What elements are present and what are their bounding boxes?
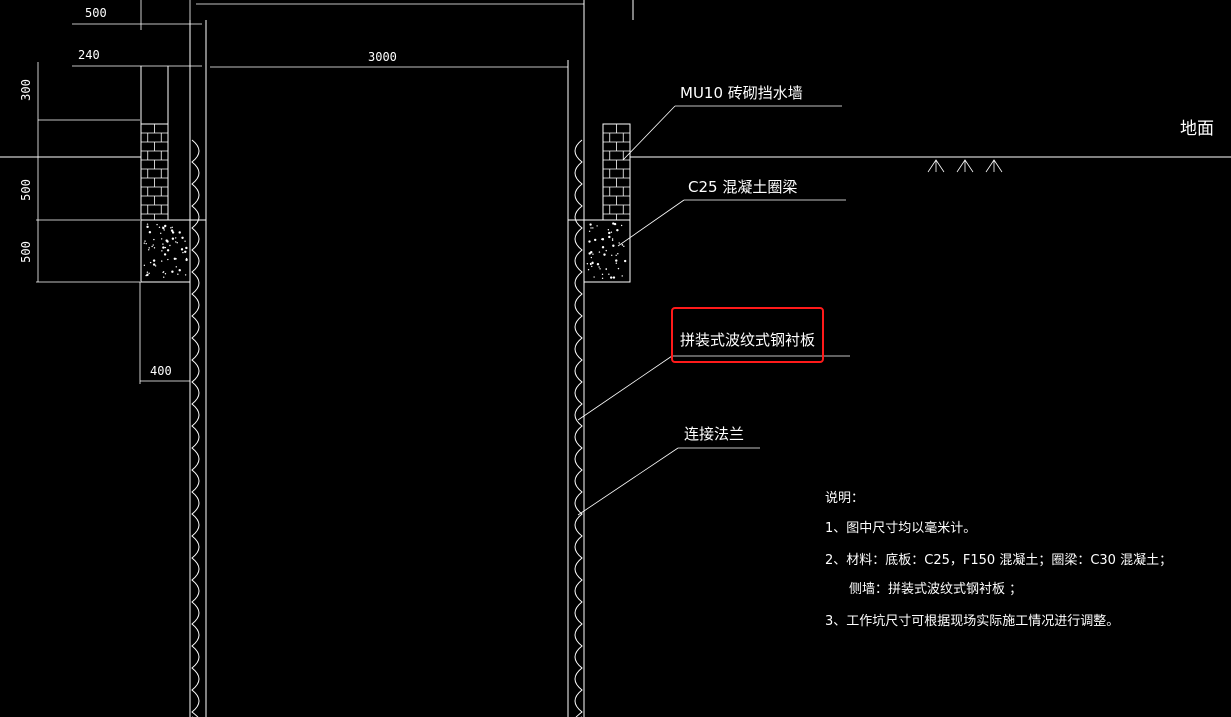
dimension-240: 240 [72,48,202,67]
left-concrete-beam [140,219,191,283]
beam-callout: C25 混凝土圈梁 [617,178,846,247]
notes-title: 说明： [825,491,864,506]
flange-label: 连接法兰 [684,425,744,443]
notes-block: 说明： 1、图中尺寸均以毫米计。 2、材料：底板：C25，F150 混凝土；圈梁… [825,491,1172,629]
beam-label: C25 混凝土圈梁 [688,178,797,196]
flange-callout: 连接法兰 [577,425,760,516]
left-brick-wall [140,123,169,221]
dimension-left-vertical: 300 500 500 [19,62,140,283]
right-brick-wall [602,123,631,221]
note-1: 1、图中尺寸均以毫米计。 [825,520,976,536]
ground-label: 地面 [1180,119,1214,139]
note-2b: 侧墙：拼装式波纹式钢衬板 ； [849,582,1022,597]
liner-label: 拼装式波纹式钢衬板 [680,331,815,349]
right-concrete-beam [583,219,631,283]
note-2: 2、材料：底板：C25，F150 混凝土；圈梁：C30 混凝土； [825,552,1172,568]
dimension-400: 400 [139,282,190,384]
dim-500-b: 500 [19,241,33,263]
ground-line [0,156,1231,173]
dimension-3000: 3000 [196,3,584,68]
wall-label: MU10 砖砌挡水墙 [680,84,803,102]
dim-3000: 3000 [368,50,397,64]
right-wall [567,0,634,717]
dim-400: 400 [150,364,172,378]
right-corrugated-liner [574,139,583,717]
ground-hatch-symbols [927,159,1003,173]
highlight-box [671,307,824,363]
dim-240: 240 [78,48,100,62]
note-3: 3、工作坑尺寸可根据现场实际施工情况进行调整。 [825,614,1119,629]
dim-300: 300 [19,79,33,101]
liner-callout: 拼装式波纹式钢衬板 [577,307,850,421]
left-corrugated-liner [191,139,200,717]
dimension-top-500: 500 [72,0,202,30]
dim-500-top: 500 [85,6,107,20]
dim-500-a: 500 [19,179,33,201]
wall-callout: MU10 砖砌挡水墙 [622,84,842,161]
